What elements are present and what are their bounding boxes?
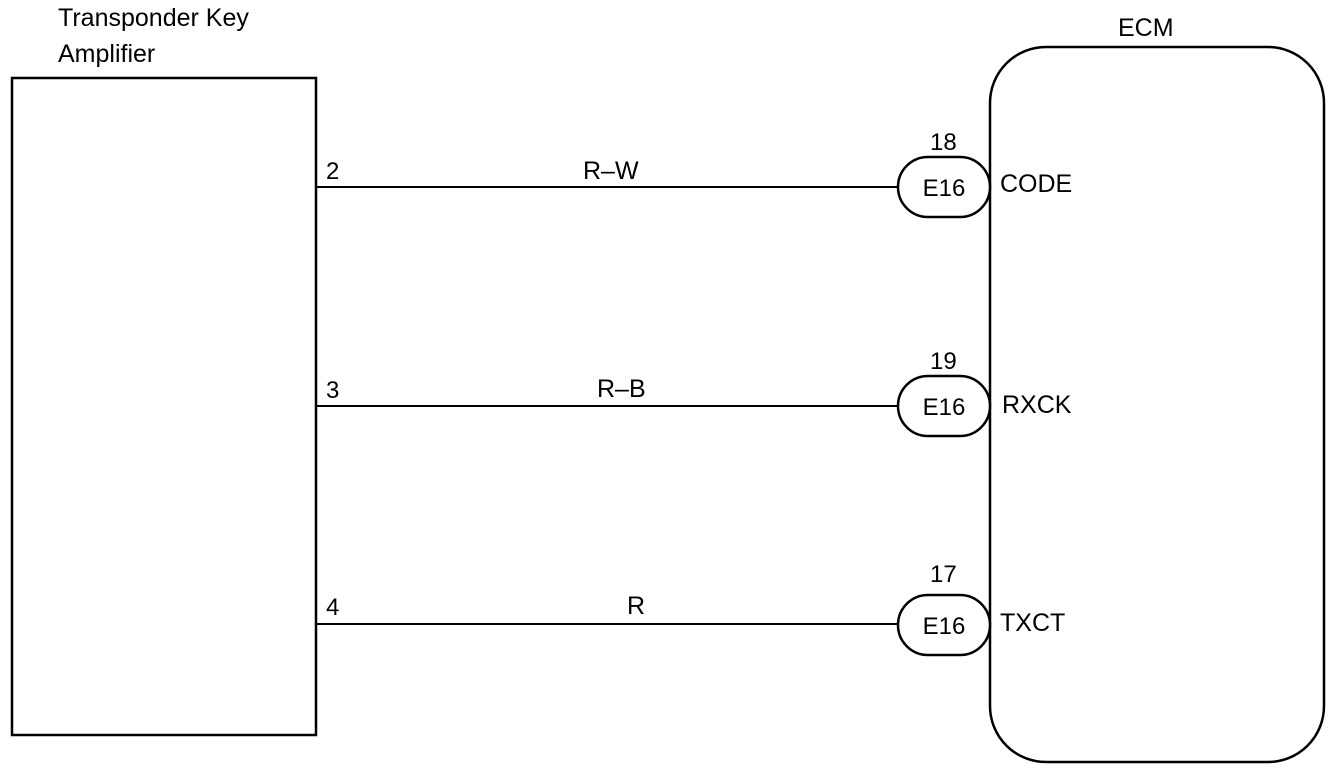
- ecm-signal-label: TXCT: [1000, 609, 1065, 637]
- connector-label: E16: [923, 175, 966, 202]
- amplifier-pin-label: 4: [326, 594, 339, 621]
- ecm-pin-number: 18: [930, 129, 957, 156]
- ecm-pin-number: 17: [930, 561, 957, 588]
- wire-color-label: R–B: [597, 375, 646, 403]
- connector-label: E16: [923, 394, 966, 421]
- amplifier-title-line1: Transponder Key: [58, 4, 249, 32]
- circuit-txct: 4 R 17 E16 TXCT: [316, 561, 1065, 657]
- connector-e16: [896, 155, 992, 219]
- wire-color-label: R: [627, 592, 645, 620]
- amplifier-pin-label: 3: [326, 377, 339, 404]
- ecm-signal-label: RXCK: [1002, 391, 1072, 419]
- amplifier-title-line2: Amplifier: [58, 40, 155, 68]
- connector-e16: [896, 374, 992, 438]
- connector-e16: [896, 593, 992, 657]
- wire-color-label: R–W: [583, 157, 639, 185]
- circuit-rxck: 3 R–B 19 E16 RXCK: [316, 348, 1072, 438]
- ecm-title: ECM: [1118, 14, 1174, 42]
- amplifier-pin-label: 2: [326, 158, 339, 185]
- connector-label: E16: [923, 613, 966, 640]
- ecm-signal-label: CODE: [1000, 170, 1072, 198]
- circuit-code: 2 R–W 18 E16 CODE: [316, 129, 1072, 219]
- ecm-pin-number: 19: [930, 348, 957, 375]
- amplifier-box: [10, 76, 318, 737]
